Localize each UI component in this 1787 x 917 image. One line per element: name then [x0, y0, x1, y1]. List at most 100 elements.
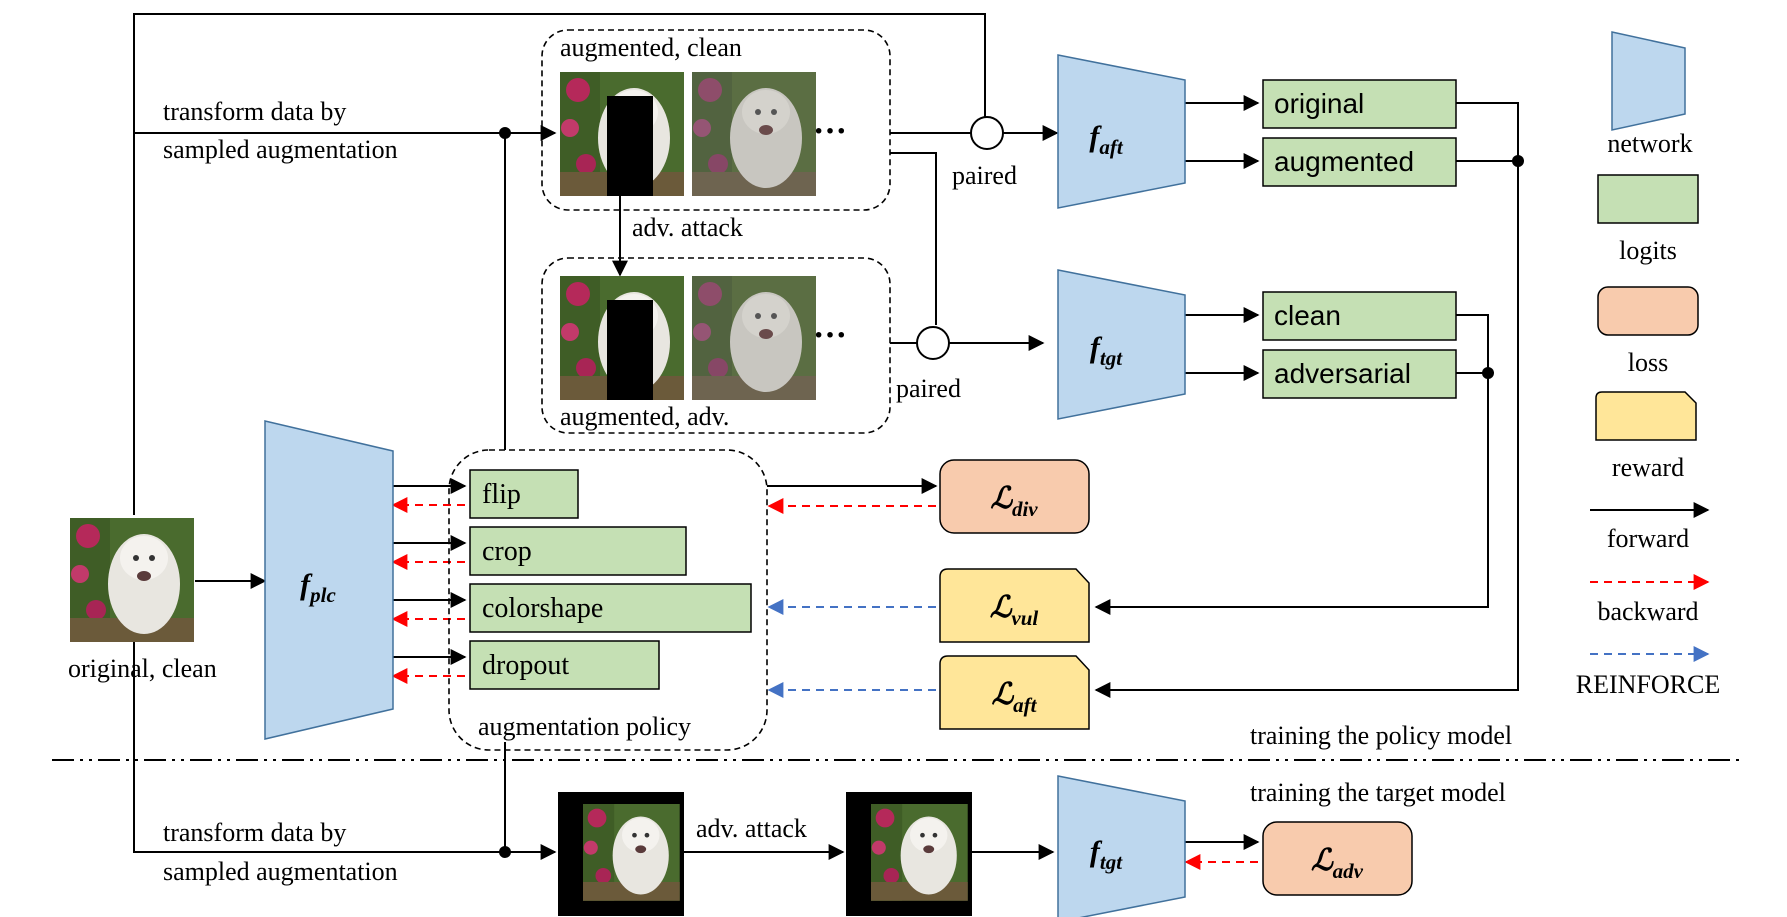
svg-text:ℒadv: ℒadv [1311, 844, 1364, 883]
bottom-image-2 [846, 792, 972, 916]
svg-text:ℒvul: ℒvul [990, 591, 1039, 630]
paired-label-bottom: paired [896, 374, 961, 403]
legend-loss-swatch [1597, 286, 1699, 336]
ellipsis-bottom: ··· [813, 317, 847, 354]
svg-text:augmented: augmented [1274, 146, 1414, 177]
logit-clean: clean [1262, 291, 1457, 341]
backward-connectors [391, 497, 1258, 870]
reward-aft-sub: aft [1013, 693, 1037, 717]
svg-text:dropout: dropout [482, 650, 569, 681]
training-policy-label: training the policy model [1250, 721, 1512, 750]
policy-op-crop: crop [469, 526, 687, 576]
policy-op-colorshape: colorshape [469, 583, 752, 633]
junction-dot-aft [1512, 155, 1524, 167]
f-plc-sub: plc [308, 583, 336, 607]
f-tgt-top-base: f [1090, 331, 1103, 364]
tgt-logits-to-reward [1094, 314, 1489, 615]
paired-circle-top [970, 116, 1004, 150]
legend-backward-label: backward [1597, 597, 1698, 626]
legend: network logits loss reward forward backw… [1576, 31, 1720, 699]
augmented-clean-label: augmented, clean [560, 33, 742, 62]
augmented-adv-label: augmented, adv. [560, 402, 729, 431]
network-f-tgt-top: ftgt [1057, 269, 1186, 420]
policy-op-flip: flip [469, 469, 579, 519]
reward-aft: ℒaft [939, 655, 1090, 730]
f-tgt-bottom-sub: tgt [1100, 850, 1123, 874]
f-aft-sub: aft [1099, 135, 1123, 159]
legend-reinforce-label: REINFORCE [1576, 670, 1720, 699]
adv-attack-top-label: adv. attack [632, 213, 743, 242]
legend-reward-swatch [1595, 391, 1697, 441]
network-f-tgt-bottom: ftgt [1057, 775, 1186, 917]
svg-text:fplc: fplc [300, 568, 336, 607]
ellipsis-top: ··· [813, 113, 847, 150]
transform-top-line-1: transform data by [163, 97, 346, 126]
f-tgt-top-sub: tgt [1100, 346, 1123, 370]
svg-text:clean: clean [1274, 300, 1341, 331]
loss-div: ℒdiv [939, 459, 1090, 534]
svg-text:original: original [1274, 88, 1364, 119]
original-clean-label: original, clean [68, 654, 217, 683]
svg-text:flip: flip [482, 479, 521, 510]
legend-reward-label: reward [1612, 453, 1684, 482]
transform-bottom-line-1: transform data by [163, 818, 346, 847]
transform-bottom-arrow [133, 600, 557, 860]
svg-text:colorshape: colorshape [482, 593, 603, 624]
svg-text:ℒdiv: ℒdiv [990, 482, 1038, 521]
f-tgt-bottom-base: f [1090, 835, 1103, 868]
svg-text:ℒaft: ℒaft [992, 678, 1038, 717]
svg-text:faft: faft [1089, 120, 1123, 159]
bottom-image-1 [558, 792, 684, 916]
logit-adversarial: adversarial [1262, 349, 1457, 399]
aug-clean-image-1 [560, 72, 684, 196]
loss-adv-sub: adv [1333, 859, 1364, 883]
augmentation-policy-label: augmentation policy [478, 712, 691, 741]
legend-loss-label: loss [1628, 348, 1668, 377]
policy-op-dropout: dropout [469, 640, 660, 690]
junction-dot-bottom [499, 846, 511, 858]
svg-text:ftgt: ftgt [1090, 331, 1123, 370]
original-clean-image [70, 518, 194, 642]
transform-top-line-2: sampled augmentation [163, 135, 398, 164]
augmentation-policy-group [448, 449, 768, 751]
loss-div-sub: div [1012, 497, 1038, 521]
loss-div-base: ℒ [990, 482, 1013, 515]
adv-attack-bottom-label: adv. attack [696, 814, 807, 843]
network-f-plc: fplc [264, 420, 394, 740]
junction-dot-tgt [1482, 367, 1494, 379]
aug-adv-image-2 [692, 276, 816, 400]
paired-label-top: paired [952, 161, 1017, 190]
loss-adv: ℒadv [1262, 821, 1413, 896]
f-aft-base: f [1089, 120, 1102, 153]
paired-2-line-a [890, 152, 937, 325]
svg-text:crop: crop [482, 536, 532, 567]
augmented-clean-group [541, 29, 891, 211]
reward-vul: ℒvul [939, 568, 1090, 643]
legend-forward-label: forward [1607, 524, 1689, 553]
legend-network-swatch [1611, 31, 1686, 131]
loss-adv-base: ℒ [1311, 844, 1334, 877]
training-target-label: training the target model [1250, 778, 1506, 807]
junction-dots [499, 127, 1524, 858]
reward-vul-sub: vul [1011, 606, 1038, 630]
transform-bottom-line-2: sampled augmentation [163, 857, 398, 886]
legend-logits-swatch [1597, 174, 1699, 224]
legend-logits-label: logits [1619, 236, 1677, 265]
junction-dot-top [499, 127, 511, 139]
paired-circle-bottom [916, 326, 950, 360]
reward-aft-base: ℒ [992, 678, 1015, 711]
aft-logits-to-reward [1094, 102, 1519, 698]
svg-text:ftgt: ftgt [1090, 835, 1123, 874]
f-plc-base: f [300, 568, 313, 601]
legend-network-label: network [1607, 129, 1692, 158]
svg-text:adversarial: adversarial [1274, 358, 1411, 389]
network-f-aft: faft [1057, 54, 1186, 209]
trunk-to-aft-line [133, 13, 986, 515]
reward-vul-base: ℒ [990, 591, 1013, 624]
forward-connectors [133, 13, 1519, 860]
logit-original: original [1262, 79, 1457, 129]
logit-augmented: augmented [1262, 137, 1457, 187]
aug-clean-image-2 [692, 72, 816, 196]
aug-adv-image-1 [560, 276, 684, 400]
